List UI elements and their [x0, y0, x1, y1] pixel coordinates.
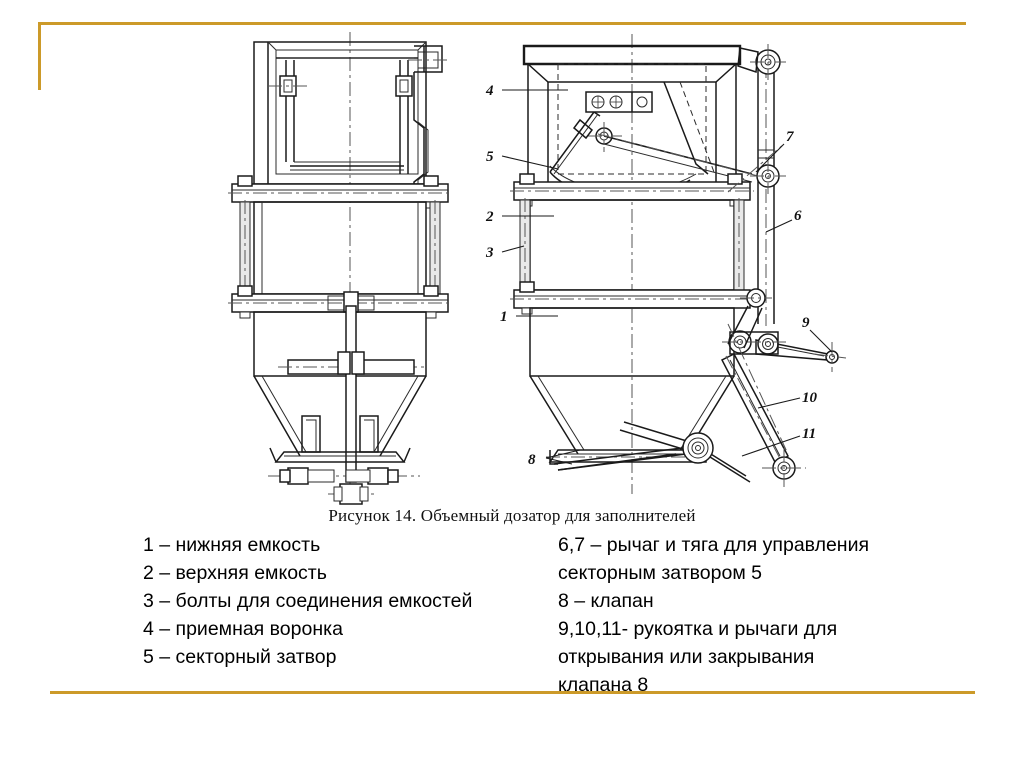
legend-item: 1 – нижняя емкость: [143, 534, 321, 556]
technical-drawing: 4 5 2 3 1 8 7 6 9 10 11: [228, 24, 852, 506]
roller: [682, 432, 714, 464]
lever-10: [720, 353, 789, 471]
pivot-lever-11: [762, 448, 806, 488]
legend-left-column: 1 – нижняя емкость 2 – верхняя емкость 3…: [143, 531, 558, 699]
legend-item: 2 – верхняя емкость: [143, 562, 327, 584]
figure-title: Рисунок 14. Объемный дозатор для заполни…: [328, 506, 696, 525]
callout-11: 11: [802, 426, 816, 442]
bolt-detail-upper-right: [395, 75, 413, 97]
legend-item: секторным затвором 5: [558, 562, 762, 584]
callout-8: 8: [528, 452, 536, 468]
hinge-plate: [585, 91, 653, 113]
knuckle-joint: [722, 330, 786, 355]
callout-4: 4: [485, 83, 494, 99]
legend-right-column: 6,7 – рычаг и тяга для управления сектор…: [558, 531, 943, 699]
right-view: [510, 34, 847, 494]
legend-item: 8 – клапан: [558, 590, 654, 612]
valve-drive-arm: [553, 421, 751, 483]
flange-upper-right: [510, 173, 754, 207]
figure-legend: 1 – нижняя емкость 2 – верхняя емкость 3…: [143, 531, 943, 699]
left-accent-rule: [38, 22, 41, 90]
callout-6: 6: [794, 208, 802, 224]
flange-lower-right: [510, 281, 754, 315]
legend-item: 3 – болты для соединения емкостей: [143, 590, 473, 612]
handle-9: [755, 339, 847, 372]
legend-item: клапана 8: [558, 674, 649, 696]
legend-item: открывания или закрывания: [558, 646, 815, 668]
lever-column-6: [757, 64, 775, 326]
tie-rod-right-view-left: [519, 198, 531, 292]
callout-9: 9: [802, 315, 810, 331]
callout-3: 3: [485, 245, 494, 261]
callout-1: 1: [500, 309, 508, 325]
legend-item: 6,7 – рычаг и тяга для управления: [558, 534, 870, 556]
flange-lower: [228, 285, 452, 319]
callout-group: 4 5 2 3 1 8 7 6 9 10 11: [485, 83, 833, 468]
pivot-top: [737, 44, 786, 80]
tie-rod-right: [429, 200, 441, 296]
left-view: [228, 32, 452, 505]
callout-10: 10: [802, 390, 818, 406]
bottom-nut: [328, 483, 376, 505]
lower-bolt-cluster: [268, 467, 420, 485]
legend-item: 9,10,11- рукоятка и рычаги для: [558, 618, 838, 640]
callout-7: 7: [786, 129, 794, 145]
tie-rod-right-view-right: [733, 198, 745, 292]
pivot-lever-7: [750, 158, 786, 194]
bolt-detail-upper-left: [268, 75, 308, 97]
callout-5: 5: [486, 149, 494, 165]
pivot-mid: [740, 288, 772, 308]
legend-item: 5 – секторный затвор: [143, 646, 337, 668]
trunnion-pin: [278, 351, 428, 375]
legend-item: 4 – приемная воронка: [143, 618, 343, 640]
tie-rod-left: [239, 200, 251, 296]
callout-2: 2: [485, 209, 494, 225]
